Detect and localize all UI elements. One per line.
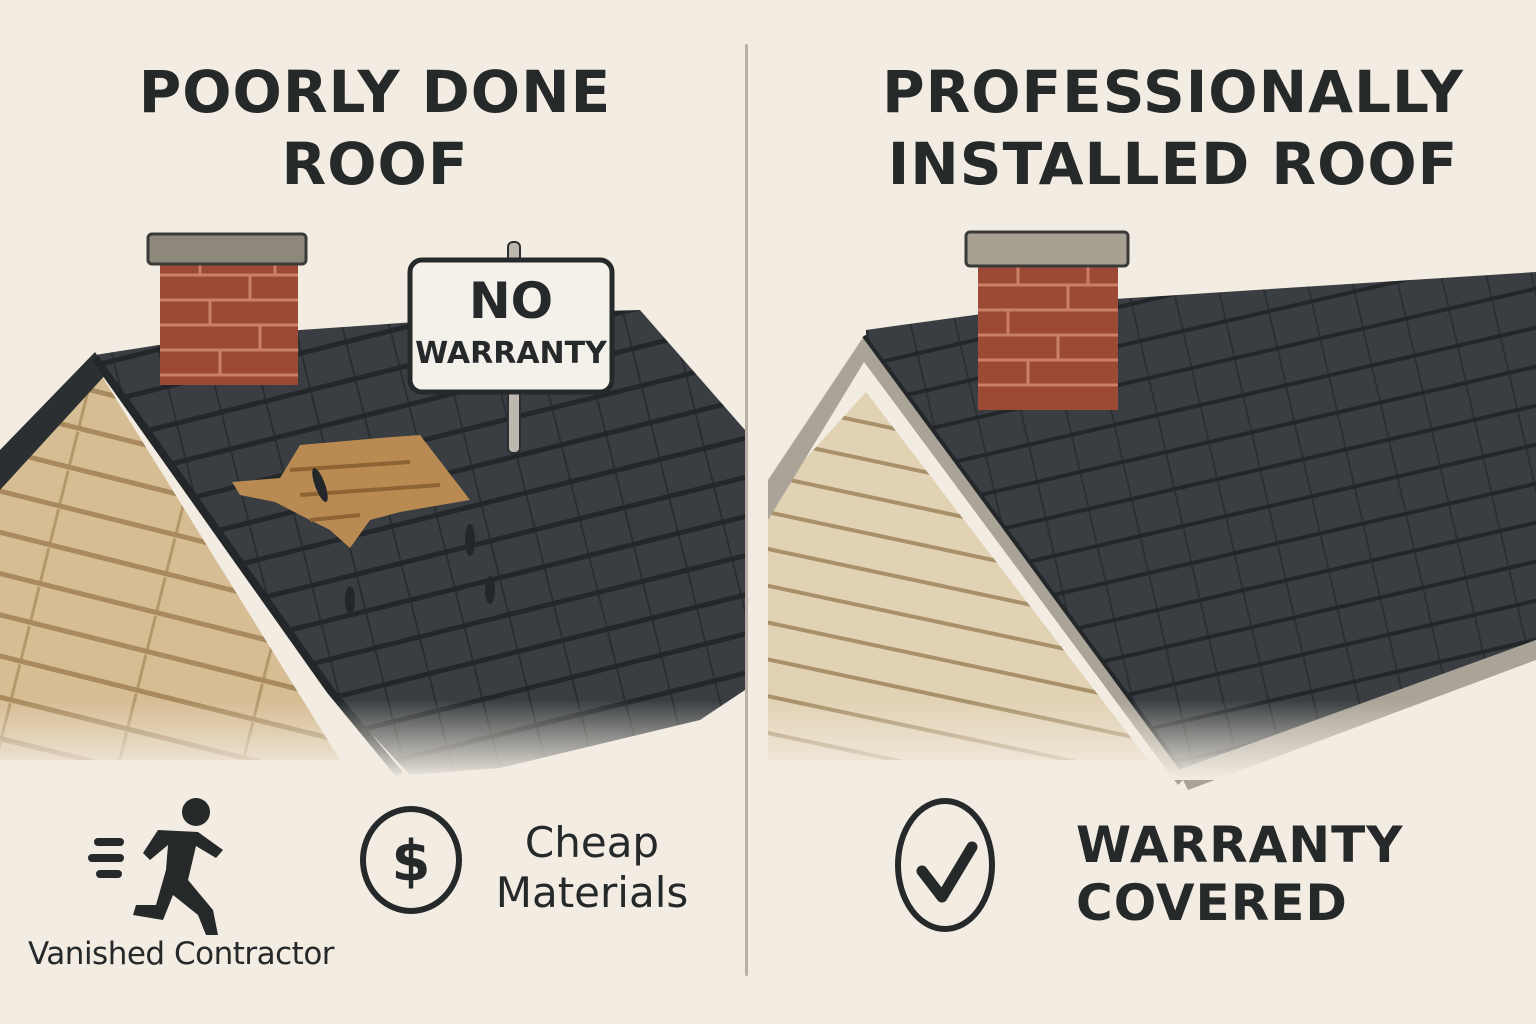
roof-shingles xyxy=(95,310,745,775)
cheap-materials-text: Cheap Materials xyxy=(495,818,689,917)
vanished-contractor-label: Vanished Contractor xyxy=(28,936,335,972)
damaged-roof-illustration xyxy=(0,232,768,780)
wall-siding xyxy=(0,365,340,760)
professional-roof-illustration xyxy=(768,230,1536,790)
checkmark-circle-icon xyxy=(895,798,995,932)
right-panel-title: PROFESSIONALLY INSTALLED ROOF xyxy=(882,58,1464,198)
running-man-icon xyxy=(88,798,223,935)
left-panel-title: POORLY DONE ROOF xyxy=(138,58,612,198)
no-warranty-sign xyxy=(407,257,615,395)
cheap-materials-label: Cheap Materials xyxy=(482,818,702,918)
poorly-done-roof-panel: POORLY DONE ROOF xyxy=(0,58,768,972)
sign-line-2: WARRANTY xyxy=(415,336,607,371)
panel-divider xyxy=(745,44,748,976)
svg-text:$: $ xyxy=(392,829,431,894)
wall-siding xyxy=(768,392,1148,760)
sign-line-1: NO xyxy=(468,272,554,330)
dollar-circle-icon: $ xyxy=(360,806,462,914)
chimney xyxy=(160,255,298,385)
warranty-covered-label: WARRANTY COVERED xyxy=(1076,816,1404,932)
professional-roof-panel: PROFESSIONALLY INSTALLED ROOF xyxy=(768,0,1536,1024)
